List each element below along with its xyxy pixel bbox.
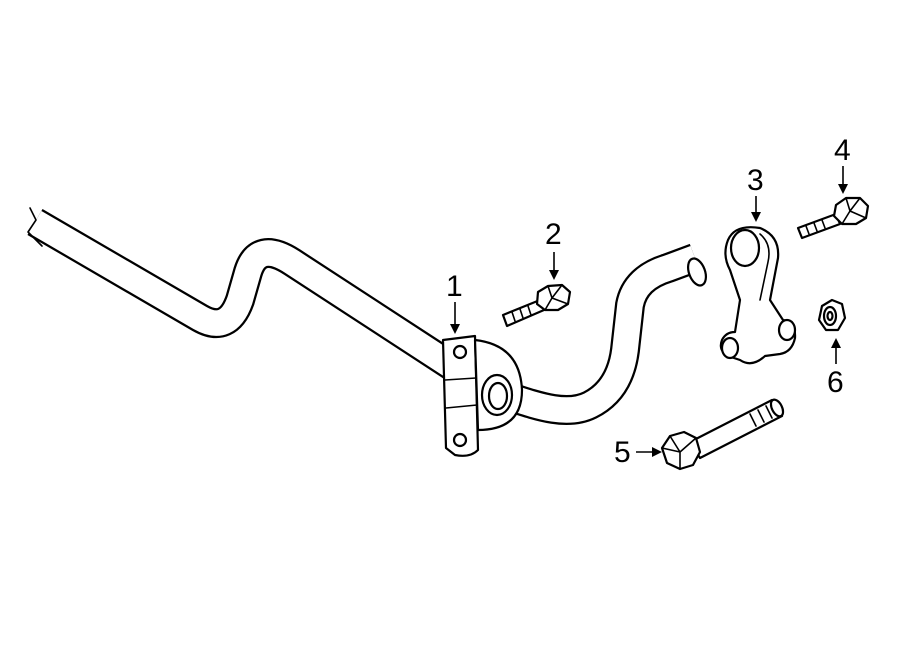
callout-6: 6 — [827, 366, 844, 399]
long-bolt — [660, 398, 785, 471]
bushing-bracket — [441, 334, 524, 457]
callout-5: 5 — [614, 436, 631, 469]
callout-3: 3 — [747, 164, 764, 197]
bushing-bolt — [501, 283, 572, 328]
stabilizer-bar — [27, 207, 708, 426]
callout-4: 4 — [834, 134, 851, 167]
leader-arrows — [450, 166, 848, 457]
link-nut — [817, 298, 847, 332]
link-bolt — [796, 196, 870, 240]
callout-2: 2 — [545, 218, 562, 251]
callout-1: 1 — [446, 270, 463, 303]
stabilizer-link — [719, 226, 797, 365]
